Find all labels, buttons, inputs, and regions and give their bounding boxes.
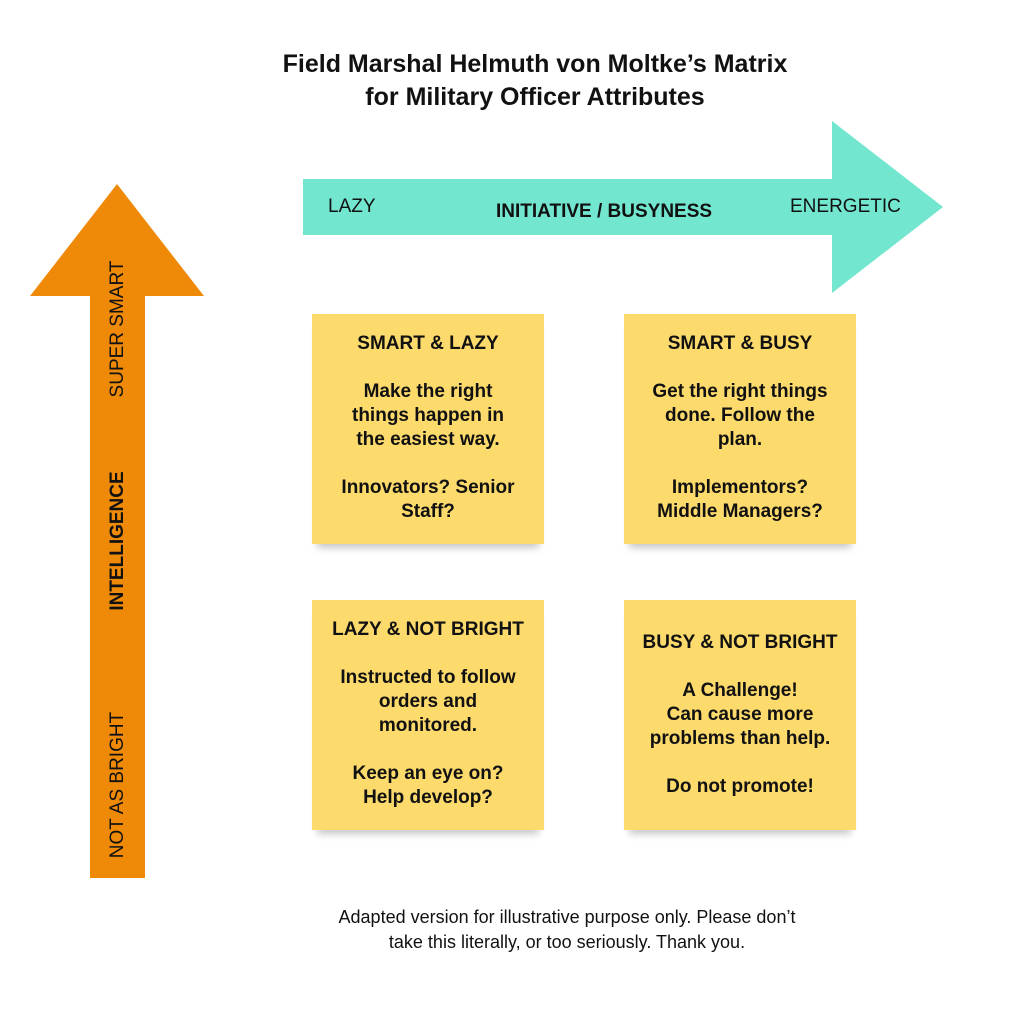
quadrant-line: Do not promote!	[666, 776, 814, 797]
axis-label-lazy: LAZY	[328, 196, 376, 217]
axis-label-intelligence: INTELLIGENCE	[107, 471, 128, 611]
quadrant-line: things happen in	[352, 405, 504, 426]
quadrant-line: done. Follow the	[665, 405, 815, 426]
quadrant-smart-busy: SMART & BUSY Get the right things done. …	[624, 314, 856, 544]
quadrant-line: Can cause more	[666, 704, 814, 725]
quadrant-line: Make the right	[363, 381, 493, 402]
disclaimer-line-1: Adapted version for illustrative purpose…	[338, 907, 796, 927]
axis-label-energetic: ENERGETIC	[790, 196, 901, 217]
axis-label-initiative: INITIATIVE / BUSYNESS	[496, 201, 713, 222]
quadrant-line: Get the right things	[652, 381, 828, 402]
disclaimer-line-2: take this literally, or too seriously. T…	[388, 932, 746, 952]
quadrant-line: Middle Managers?	[657, 501, 823, 522]
quadrant-title: LAZY & NOT BRIGHT	[332, 619, 524, 640]
quadrant-smart-lazy: SMART & LAZY Make the right things happe…	[312, 314, 544, 544]
title-line-1: Field Marshal Helmuth von Moltke’s Matri…	[282, 50, 788, 78]
quadrant-line: Help develop?	[363, 787, 493, 808]
quadrant-line: orders and	[378, 691, 478, 712]
axis-label-super-smart: SUPER SMART	[107, 260, 128, 398]
intelligence-arrow	[30, 184, 204, 878]
quadrant-line: problems than help.	[649, 728, 831, 749]
quadrant-line: the easiest way.	[356, 429, 500, 450]
quadrant-title: SMART & BUSY	[667, 333, 813, 354]
quadrant-line: Staff?	[401, 501, 455, 522]
quadrant-line: A Challenge!	[682, 680, 798, 701]
initiative-arrow	[303, 121, 943, 293]
disclaimer: Adapted version for illustrative purpose…	[250, 905, 884, 955]
quadrant-line: Keep an eye on?	[352, 763, 504, 784]
quadrant-line: Implementors?	[671, 477, 809, 498]
quadrant-line: plan.	[717, 429, 763, 450]
quadrant-title: SMART & LAZY	[357, 333, 499, 354]
title-line-2: for Military Officer Attributes	[365, 83, 705, 111]
quadrant-title: BUSY & NOT BRIGHT	[642, 632, 838, 653]
quadrant-busy-not-bright: BUSY & NOT BRIGHT A Challenge! Can cause…	[624, 600, 856, 830]
quadrant-line: Innovators? Senior	[341, 477, 515, 498]
quadrant-line: Instructed to follow	[340, 667, 516, 688]
quadrant-lazy-not-bright: LAZY & NOT BRIGHT Instructed to follow o…	[312, 600, 544, 830]
quadrant-line: monitored.	[378, 715, 478, 736]
axis-label-not-as-bright: NOT AS BRIGHT	[107, 711, 128, 859]
page-title: Field Marshal Helmuth von Moltke’s Matri…	[200, 48, 870, 114]
